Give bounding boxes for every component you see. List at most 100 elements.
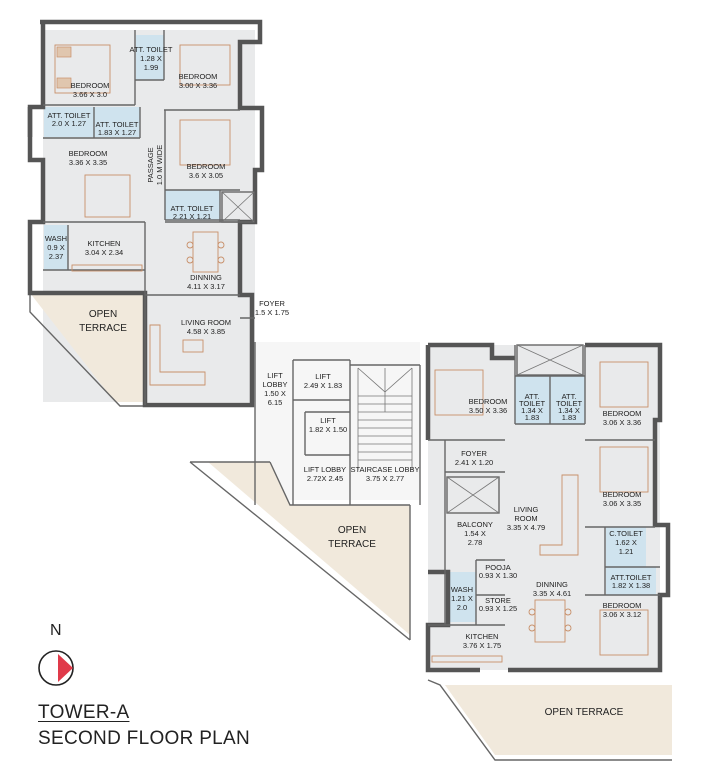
room-name: TOILET — [519, 399, 546, 408]
room-name: ATT. TOILET — [96, 120, 139, 129]
room-name: BEDROOM — [603, 490, 642, 499]
att-toilet-a3: ATT. TOILET 1.83 X 1.27 — [96, 120, 139, 137]
living-room-a: LIVING ROOM 4.58 X 3.85 — [181, 318, 231, 336]
kitchen-b: KITCHEN 3.76 X 1.75 — [463, 632, 501, 650]
room-size: 1.82 X 1.38 — [612, 581, 650, 590]
room-name: FOYER — [259, 299, 285, 308]
room-size: 2.0 X 1.27 — [52, 119, 86, 128]
title-block: TOWER-A SECOND FLOOR PLAN — [38, 700, 250, 752]
room-size: 3.35 X 4.61 — [533, 589, 571, 598]
bedroom-a2: BEDROOM 3.00 X 3.36 — [179, 72, 218, 90]
room-name: DINNING — [190, 273, 222, 282]
open-terrace-a-area — [30, 293, 145, 402]
bedroom-b2: BEDROOM 3.06 X 3.36 — [603, 409, 642, 427]
passage: PASSAGE 1.0 M WIDE — [146, 145, 164, 185]
room-size: 1.83 — [562, 413, 577, 422]
room-size: 3.36 X 3.35 — [69, 158, 107, 167]
room-size: 0.93 X 1.30 — [479, 571, 517, 580]
room-size: 0.93 X 1.25 — [479, 604, 517, 613]
room-size: 1.99 — [144, 63, 159, 72]
balcony-b: BALCONY 1.54 X 2.78 — [457, 520, 493, 547]
bedroom-a4: BEDROOM 3.6 X 3.05 — [187, 162, 226, 180]
open-terrace-b: OPEN TERRACE — [545, 707, 624, 718]
open-terrace-mid: OPEN TERRACE — [328, 525, 376, 550]
room-size: 1.82 X 1.50 — [309, 425, 347, 434]
room-name: BEDROOM — [69, 149, 108, 158]
room-size: 3.75 X 2.77 — [366, 474, 404, 483]
room-name: BEDROOM — [469, 397, 508, 406]
att-toilet-b2: ATT. TOILET 1.34 X 1.83 — [556, 392, 583, 422]
room-size: 4.58 X 3.85 — [187, 327, 225, 336]
room-size: 3.76 X 1.75 — [463, 641, 501, 650]
room-name: ATT. TOILET — [48, 111, 91, 120]
bedroom-a1: BEDROOM 3.66 X 3.0 — [71, 81, 110, 99]
room-name: BEDROOM — [187, 162, 226, 171]
room-size: 0.9 X — [47, 243, 65, 252]
room-size: 3.06 X 3.35 — [603, 499, 641, 508]
room-name: LIFT — [267, 371, 283, 380]
room-name: BALCONY — [457, 520, 493, 529]
open-terrace-b-area — [445, 685, 672, 755]
room-size: 1.21 — [619, 547, 634, 556]
room-name: BEDROOM — [179, 72, 218, 81]
att-toilet-a1: ATT. TOILET 1.28 X 1.99 — [130, 45, 173, 72]
room-name: STAIRCASE LOBBY — [350, 465, 419, 474]
room-name: BEDROOM — [603, 409, 642, 418]
lift-lobby-2: LIFT LOBBY 2.72X 2.45 — [304, 465, 346, 483]
room-name: LIFT — [320, 416, 336, 425]
room-name: POOJA — [485, 563, 510, 572]
room-name: ATT. TOILET — [130, 45, 173, 54]
att-toilet-a4: ATT. TOILET 2.21 X 1.21 — [171, 204, 214, 221]
lift-2: LIFT 1.82 X 1.50 — [309, 416, 347, 434]
terrace-label: OPEN — [89, 309, 117, 320]
foyer-a: FOYER 1.5 X 1.75 — [255, 299, 289, 317]
room-size: 1.28 X — [140, 54, 162, 63]
room-size: 3.00 X 3.36 — [179, 81, 217, 90]
kitchen-a: KITCHEN 3.04 X 2.34 — [85, 239, 123, 257]
north-label: N — [50, 622, 62, 639]
room-size: 1.0 M WIDE — [155, 145, 164, 185]
room-size: 2.21 X 1.21 — [173, 212, 211, 221]
foyer-b: FOYER 2.41 X 1.20 — [455, 449, 493, 467]
compass-icon — [38, 650, 74, 686]
room-size: 3.50 X 3.36 — [469, 406, 507, 415]
room-size: 2.41 X 1.20 — [455, 458, 493, 467]
room-name: FOYER — [461, 449, 487, 458]
room-size: 2.72X 2.45 — [307, 474, 343, 483]
att-toilet-a2: ATT. TOILET 2.0 X 1.27 — [48, 111, 91, 128]
room-name: BEDROOM — [71, 81, 110, 90]
room-name: ATT. — [562, 392, 577, 401]
lift-lobby-1: LIFT LOBBY 1.50 X 6.15 — [262, 371, 287, 407]
staircase-lobby: STAIRCASE LOBBY 3.75 X 2.77 — [350, 465, 419, 483]
room-name: WASH — [45, 234, 67, 243]
room-size: 3.06 X 3.12 — [603, 610, 641, 619]
terrace-label: OPEN — [338, 525, 366, 536]
store: STORE 0.93 X 1.25 — [479, 596, 517, 613]
tower-b-unit: BEDROOM 3.50 X 3.36 ATT. TOILET 1.34 X 1… — [425, 342, 672, 761]
room-name: ATT. — [525, 392, 540, 401]
room-name: ATT. TOILET — [171, 204, 214, 213]
room-name: DINNING — [536, 580, 568, 589]
living-room-b: LIVING ROOM 3.35 X 4.79 — [507, 505, 545, 532]
room-name: KITCHEN — [466, 632, 499, 641]
floor-plan-title: SECOND FLOOR PLAN — [38, 728, 251, 749]
room-size: 2.37 — [49, 252, 64, 261]
room-size: 1.54 X — [464, 529, 486, 538]
room-size: 2.49 X 1.83 — [304, 381, 342, 390]
room-size: 3.04 X 2.34 — [85, 248, 123, 257]
room-name: BEDROOM — [603, 601, 642, 610]
att-toilet-b3: ATT.TOILET 1.82 X 1.38 — [611, 573, 652, 590]
room-name: STORE — [485, 596, 511, 605]
terrace-label: TERRACE — [79, 323, 127, 334]
tower-a-unit: BEDROOM 3.66 X 3.0 ATT. TOILET 1.28 X 1.… — [27, 19, 289, 408]
terrace-label: TERRACE — [328, 539, 376, 550]
att-toilet-b1: ATT. TOILET 1.34 X 1.83 — [519, 392, 546, 422]
c-toilet: C.TOILET 1.62 X 1.21 — [609, 529, 643, 556]
bedroom-a3: BEDROOM 3.36 X 3.35 — [69, 149, 108, 167]
room-size: 1.83 — [525, 413, 540, 422]
room-name: LIFT LOBBY — [304, 465, 346, 474]
room-size: 1.50 X — [264, 389, 286, 398]
room-size: 1.34 X — [521, 406, 543, 415]
room-name: LIVING — [514, 505, 539, 514]
